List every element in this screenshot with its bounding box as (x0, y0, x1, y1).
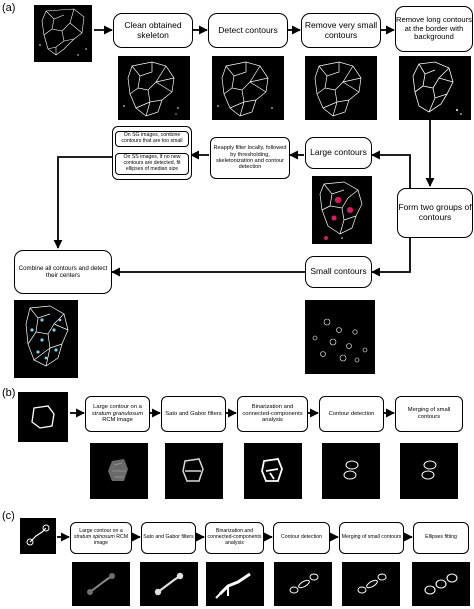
panel-b-contour-detection-label: Contour detection (328, 410, 375, 417)
panel-b-step1-em: stratum granulosum (91, 410, 144, 417)
ss-images-note: On SS images, if no new contours are det… (115, 153, 189, 175)
remove-long-contours-image (399, 56, 471, 120)
panel-b-merged-image (400, 443, 458, 499)
panel-b-step1-post: RCM image (102, 417, 133, 424)
panel-c-merged-image (342, 562, 400, 606)
small-contours-image (305, 300, 375, 374)
panel-c-filtered-image (140, 562, 198, 606)
panel-c-step1-post: RCM image (93, 534, 129, 546)
panel-b-merging-step: Merging of small contours (395, 396, 463, 432)
panel-c-contour-detection-step: Contour detection (273, 522, 330, 554)
detect-contours-image (212, 56, 284, 120)
panel-label-c: (c) (2, 510, 15, 522)
panel-b-step1-pre: Large contour on a (93, 404, 142, 411)
panel-b-contours-image (322, 443, 380, 499)
panel-c-ellipses-image (412, 562, 470, 606)
large-contours-label: Large contours (310, 147, 367, 158)
panel-c-rcm-image (72, 562, 130, 606)
panel-b-large-contour-step: Large contour on a stratum granulosum RC… (85, 396, 150, 432)
panel-b-binarization-step: Binarization and connected-components an… (237, 396, 308, 432)
panel-b-sato-gabor-step: Sato and Gabor filters (161, 396, 226, 432)
panel-c-large-contour-step: Large contour on a stratum spinosum RCM … (70, 522, 132, 554)
clean-skeleton-step: Clean obtained skeleton (113, 13, 193, 48)
panel-c-ellipses-label: Ellipses fitting (425, 534, 457, 541)
remove-small-contours-image (305, 56, 377, 120)
panel-label-a: (a) (2, 2, 16, 14)
panel-label-b: (b) (2, 387, 16, 399)
panel-c-contour-detection-label: Contour detection (281, 534, 322, 541)
reapply-filter-label: Reapply filter locally, followed by thre… (213, 145, 287, 171)
clean-skeleton-label: Clean obtained skeleton (124, 19, 182, 40)
panel-c-sato-gabor-label: Sato and Gabor filters (143, 534, 194, 541)
reapply-filter-step: Reapply filter locally, followed by thre… (210, 137, 290, 179)
combined-contours-image (14, 300, 78, 378)
panel-c-contours-image (274, 562, 332, 606)
remove-small-contours-label: Remove very small contours (304, 19, 378, 40)
panel-b-binarized-image (244, 443, 302, 499)
combine-contours-step: Combine all contours and detect their ce… (14, 250, 112, 294)
panel-b-filtered-image (165, 443, 223, 499)
skeleton-input-image (34, 5, 92, 62)
remove-long-contours-label: Remove long contours at the border with … (396, 14, 472, 42)
panel-c-step1-pre: Large contour on a (79, 528, 123, 535)
sg-images-note: On SG images, combine contours that are … (115, 131, 189, 147)
large-contours-image (312, 176, 372, 244)
small-contours-step: Small contours (305, 256, 372, 288)
panel-b-input-image (18, 392, 68, 442)
panel-c-large-contour-label: Large contour on a stratum spinosum RCM … (71, 528, 131, 547)
panel-c-binarization-label: Binarization and connected-components an… (207, 528, 262, 546)
panel-b-sato-gabor-label: Sato and Gabor filters (165, 410, 222, 417)
remove-long-contours-step: Remove long contours at the border with … (395, 6, 473, 52)
clean-skeleton-image (118, 56, 190, 120)
panel-c-sato-gabor-step: Sato and Gabor filters (141, 522, 196, 554)
panel-c-ellipses-step: Ellipses fitting (413, 522, 469, 554)
combine-contours-label: Combine all contours and detect their ce… (18, 264, 108, 279)
form-two-groups-label: Form two groups of contours (398, 202, 472, 222)
panel-b-rcm-image (90, 443, 148, 499)
panel-c-merging-step: Merging of small contours (339, 522, 404, 554)
panel-b-merging-label: Merging of small contours (407, 407, 451, 420)
remove-small-contours-step: Remove very small contours (301, 13, 381, 48)
panel-b-large-contour-label: Large contour on a stratum granulosum RC… (86, 404, 149, 424)
panel-c-input-image (20, 518, 56, 554)
panel-b-binarization-label: Binarization and connected-components an… (242, 404, 303, 424)
form-two-groups-step: Form two groups of contours (397, 188, 473, 238)
contour-handling-notes: On SG images, combine contours that are … (112, 126, 192, 180)
panel-c-binarization-step: Binarization and connected-components an… (205, 522, 264, 554)
panel-c-step1-em: stratum spinosum (73, 534, 115, 541)
detect-contours-label: Detect contours (218, 24, 278, 35)
panel-b-contour-detection-step: Contour detection (319, 396, 384, 432)
detect-contours-step: Detect contours (208, 13, 288, 48)
large-contours-step: Large contours (305, 137, 372, 169)
panel-c-binarized-image (206, 562, 264, 606)
small-contours-label: Small contours (310, 266, 367, 277)
panel-c-merging-label: Merging of small contours (341, 534, 402, 541)
